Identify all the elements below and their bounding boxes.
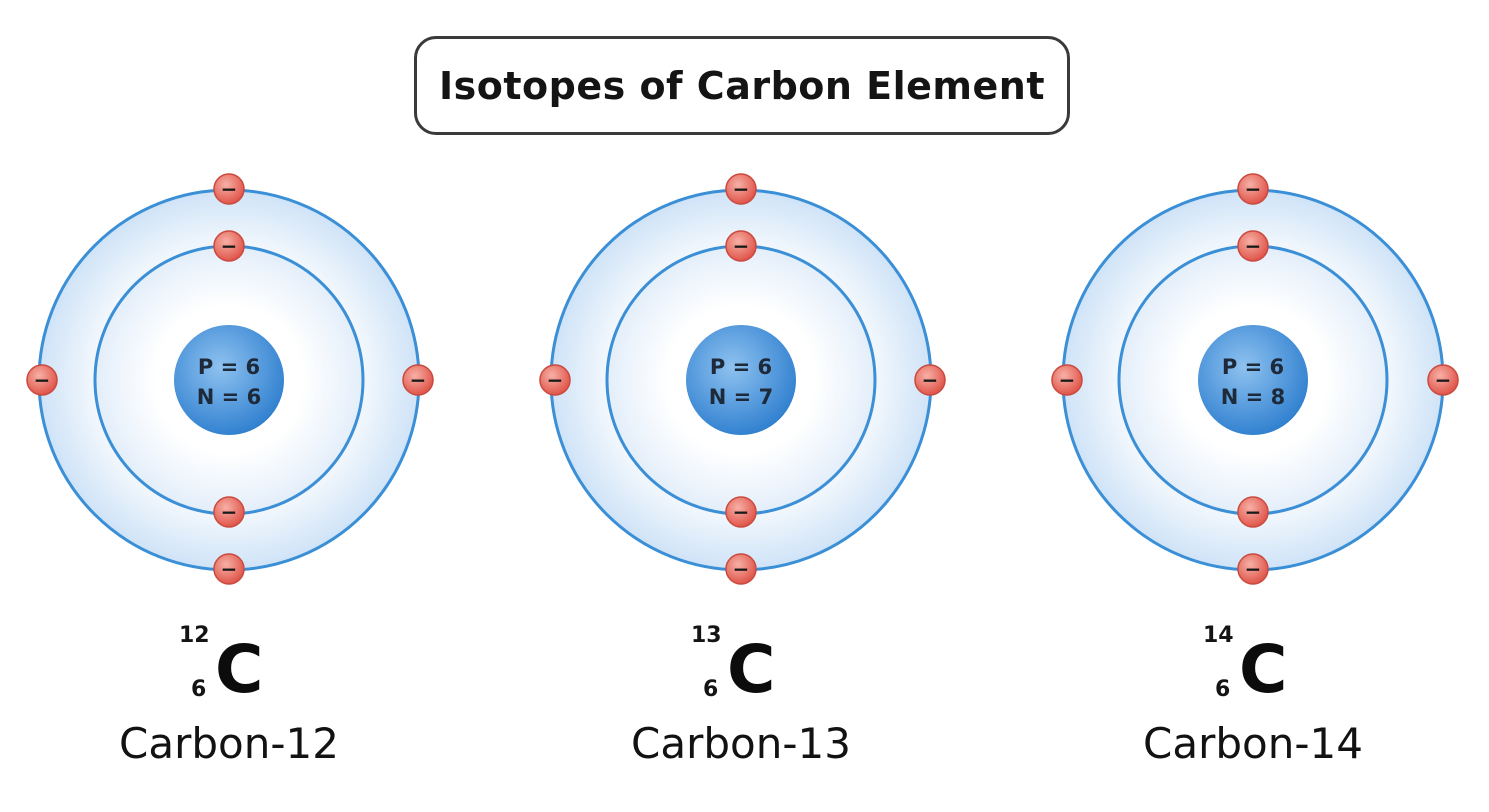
electron-sign: − [1435, 368, 1452, 392]
electron: − [539, 364, 571, 396]
electron-sign: − [221, 234, 238, 258]
electron: − [1051, 364, 1083, 396]
electron: − [213, 173, 245, 205]
electron: − [213, 553, 245, 585]
electron-sign: − [922, 368, 939, 392]
mass-number: 12 [179, 623, 210, 648]
electron: − [725, 173, 757, 205]
atom-carbon-12: P = 6 N = 6 − − − − − − [26, 173, 434, 585]
electron-sign: − [1245, 500, 1262, 524]
electron: − [725, 230, 757, 262]
atom-carbon-13: P = 6 N = 7 − − − − − − [539, 173, 946, 585]
nucleus [1198, 325, 1308, 435]
protons-label: P = 6 [1222, 355, 1284, 379]
element-symbol: C [727, 631, 776, 708]
isotope-name: Carbon-13 [631, 719, 851, 768]
electron-sign: − [1059, 368, 1076, 392]
electron-sign: − [221, 500, 238, 524]
electron-sign: − [1245, 557, 1262, 581]
electron: − [213, 496, 245, 528]
electron: − [725, 553, 757, 585]
electron-sign: − [733, 557, 750, 581]
isotope-symbol: 12 6 C [29, 615, 429, 705]
electron-sign: − [547, 368, 564, 392]
electron-sign: − [221, 177, 238, 201]
electron: − [1237, 230, 1269, 262]
electron-sign: − [733, 234, 750, 258]
element-symbol: C [1239, 631, 1288, 708]
isotope-symbol: 14 6 C [1053, 615, 1453, 705]
electron: − [1237, 553, 1269, 585]
element-symbol: C [215, 631, 264, 708]
electron: − [26, 364, 58, 396]
isotope-notation-carbon-14: 14 6 C Carbon-14 [1053, 615, 1453, 795]
electron-sign: − [221, 557, 238, 581]
electron: − [402, 364, 434, 396]
diagram-title: Isotopes of Carbon Element [438, 63, 1046, 108]
electron: − [914, 364, 946, 396]
electron: − [1237, 496, 1269, 528]
mass-number: 13 [691, 623, 722, 648]
atomic-number: 6 [703, 677, 719, 702]
atom-carbon-14: P = 6 N = 8 − − − − − − [1051, 173, 1459, 585]
isotope-name: Carbon-12 [119, 719, 339, 768]
electron: − [213, 230, 245, 262]
title-box: Isotopes of Carbon Element [414, 36, 1070, 135]
electron-sign: − [1245, 234, 1262, 258]
neutrons-label: N = 7 [709, 385, 773, 409]
isotope-name: Carbon-14 [1143, 719, 1363, 768]
atomic-number: 6 [191, 677, 207, 702]
isotope-notation-carbon-13: 13 6 C Carbon-13 [541, 615, 941, 795]
isotope-symbol: 13 6 C [541, 615, 941, 705]
electron: − [725, 496, 757, 528]
mass-number: 14 [1203, 623, 1234, 648]
nucleus [174, 325, 284, 435]
electron: − [1237, 173, 1269, 205]
electron-sign: − [733, 177, 750, 201]
protons-label: P = 6 [198, 355, 260, 379]
electron-sign: − [1245, 177, 1262, 201]
atomic-number: 6 [1215, 677, 1231, 702]
electron-sign: − [410, 368, 427, 392]
electron: − [1427, 364, 1459, 396]
isotope-notation-carbon-12: 12 6 C Carbon-12 [29, 615, 429, 795]
neutrons-label: N = 8 [1221, 385, 1285, 409]
protons-label: P = 6 [710, 355, 772, 379]
electron-sign: − [34, 368, 51, 392]
electron-sign: − [733, 500, 750, 524]
nucleus [686, 325, 796, 435]
neutrons-label: N = 6 [197, 385, 261, 409]
